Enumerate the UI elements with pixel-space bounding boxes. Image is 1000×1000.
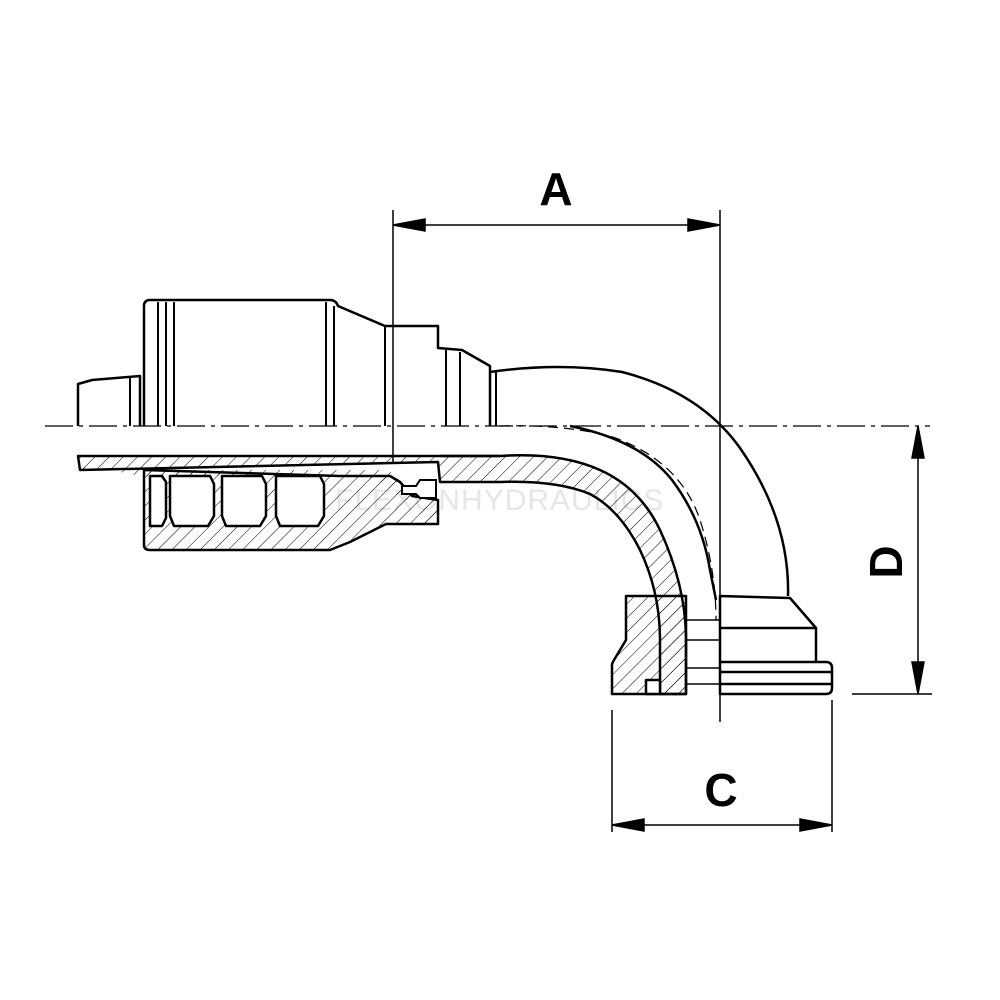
ferrule-grooves-upper	[129, 302, 497, 426]
dimension-d	[852, 425, 932, 695]
dimension-c	[611, 700, 833, 832]
bore-inner-line	[499, 425, 717, 621]
dimension-c-label: C	[704, 764, 737, 816]
flange-head	[610, 594, 834, 696]
dimension-d-label: D	[860, 545, 912, 578]
ferrule-serrations	[148, 474, 326, 528]
dimension-a-label: A	[539, 163, 572, 215]
locking-groove	[401, 479, 437, 499]
fitting-upper-outline	[76, 298, 790, 597]
dimension-a	[392, 210, 721, 722]
bore-outline	[440, 424, 718, 601]
